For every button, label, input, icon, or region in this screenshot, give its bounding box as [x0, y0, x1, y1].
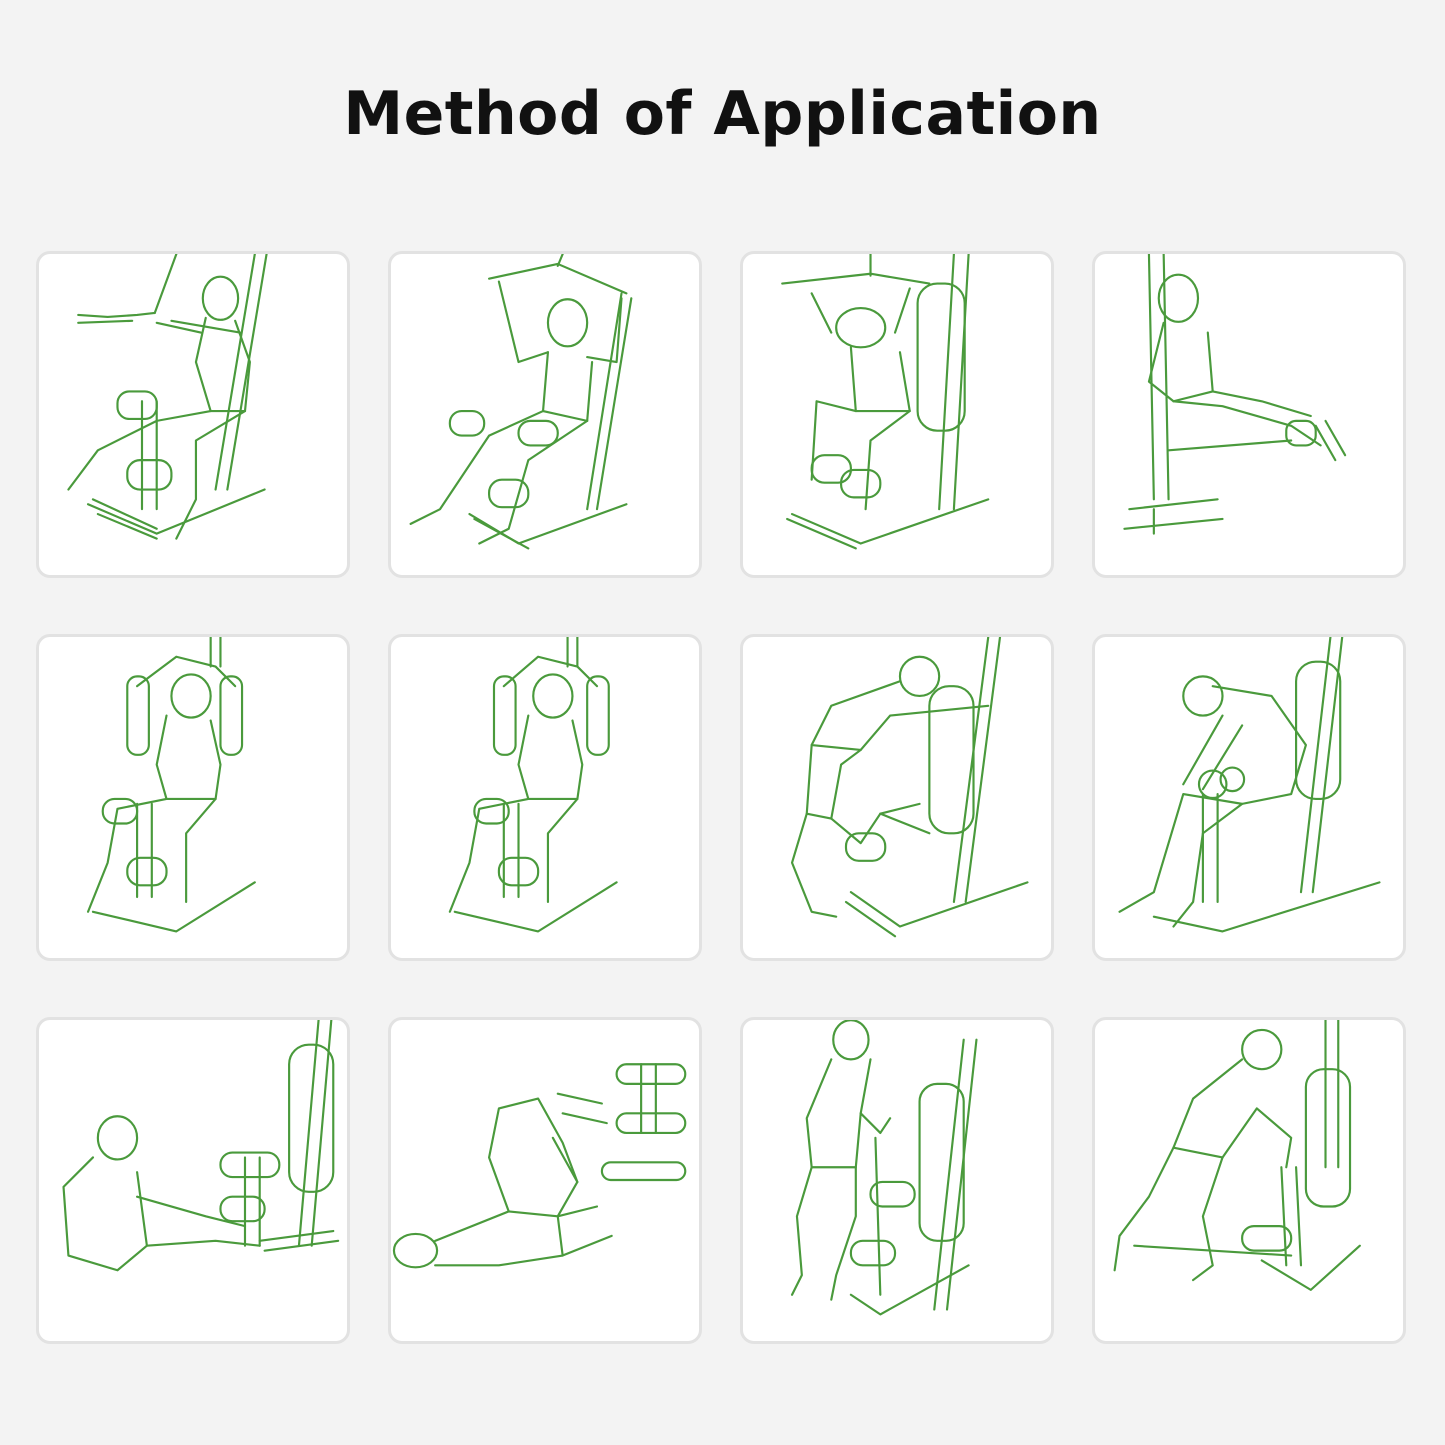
exercise-card	[1092, 634, 1406, 961]
exercise-card	[740, 251, 1054, 578]
exercise-card	[36, 1017, 350, 1344]
exercise-card	[740, 1017, 1054, 1344]
exercise-card	[388, 251, 702, 578]
lat-pulldown-behind-neck-icon	[781, 254, 990, 550]
exercise-card	[36, 251, 350, 578]
exercise-card	[388, 634, 702, 961]
seated-leg-curl-icon	[1118, 637, 1381, 933]
pec-deck-fly-icon	[86, 637, 256, 933]
exercise-card	[1092, 1017, 1406, 1344]
exercise-card	[1092, 251, 1406, 578]
seated-cable-pull-floor-icon	[62, 1020, 340, 1272]
exercise-grid	[36, 251, 1408, 1347]
seated-leg-extension-icon	[1123, 254, 1347, 535]
exercise-card	[388, 1017, 702, 1344]
lat-pulldown-front-icon	[409, 254, 633, 550]
lying-leg-pull-icon	[392, 1063, 687, 1269]
standing-cable-curl-icon	[790, 1020, 978, 1316]
standing-leg-curl-icon	[790, 637, 1029, 938]
exercise-card	[36, 634, 350, 961]
pec-deck-press-icon	[448, 637, 618, 933]
page-title: Method of Application	[343, 79, 1102, 149]
standing-leg-kickback-icon	[1113, 1020, 1361, 1291]
seated-cable-row-icon	[67, 254, 268, 540]
exercise-card	[740, 634, 1054, 961]
